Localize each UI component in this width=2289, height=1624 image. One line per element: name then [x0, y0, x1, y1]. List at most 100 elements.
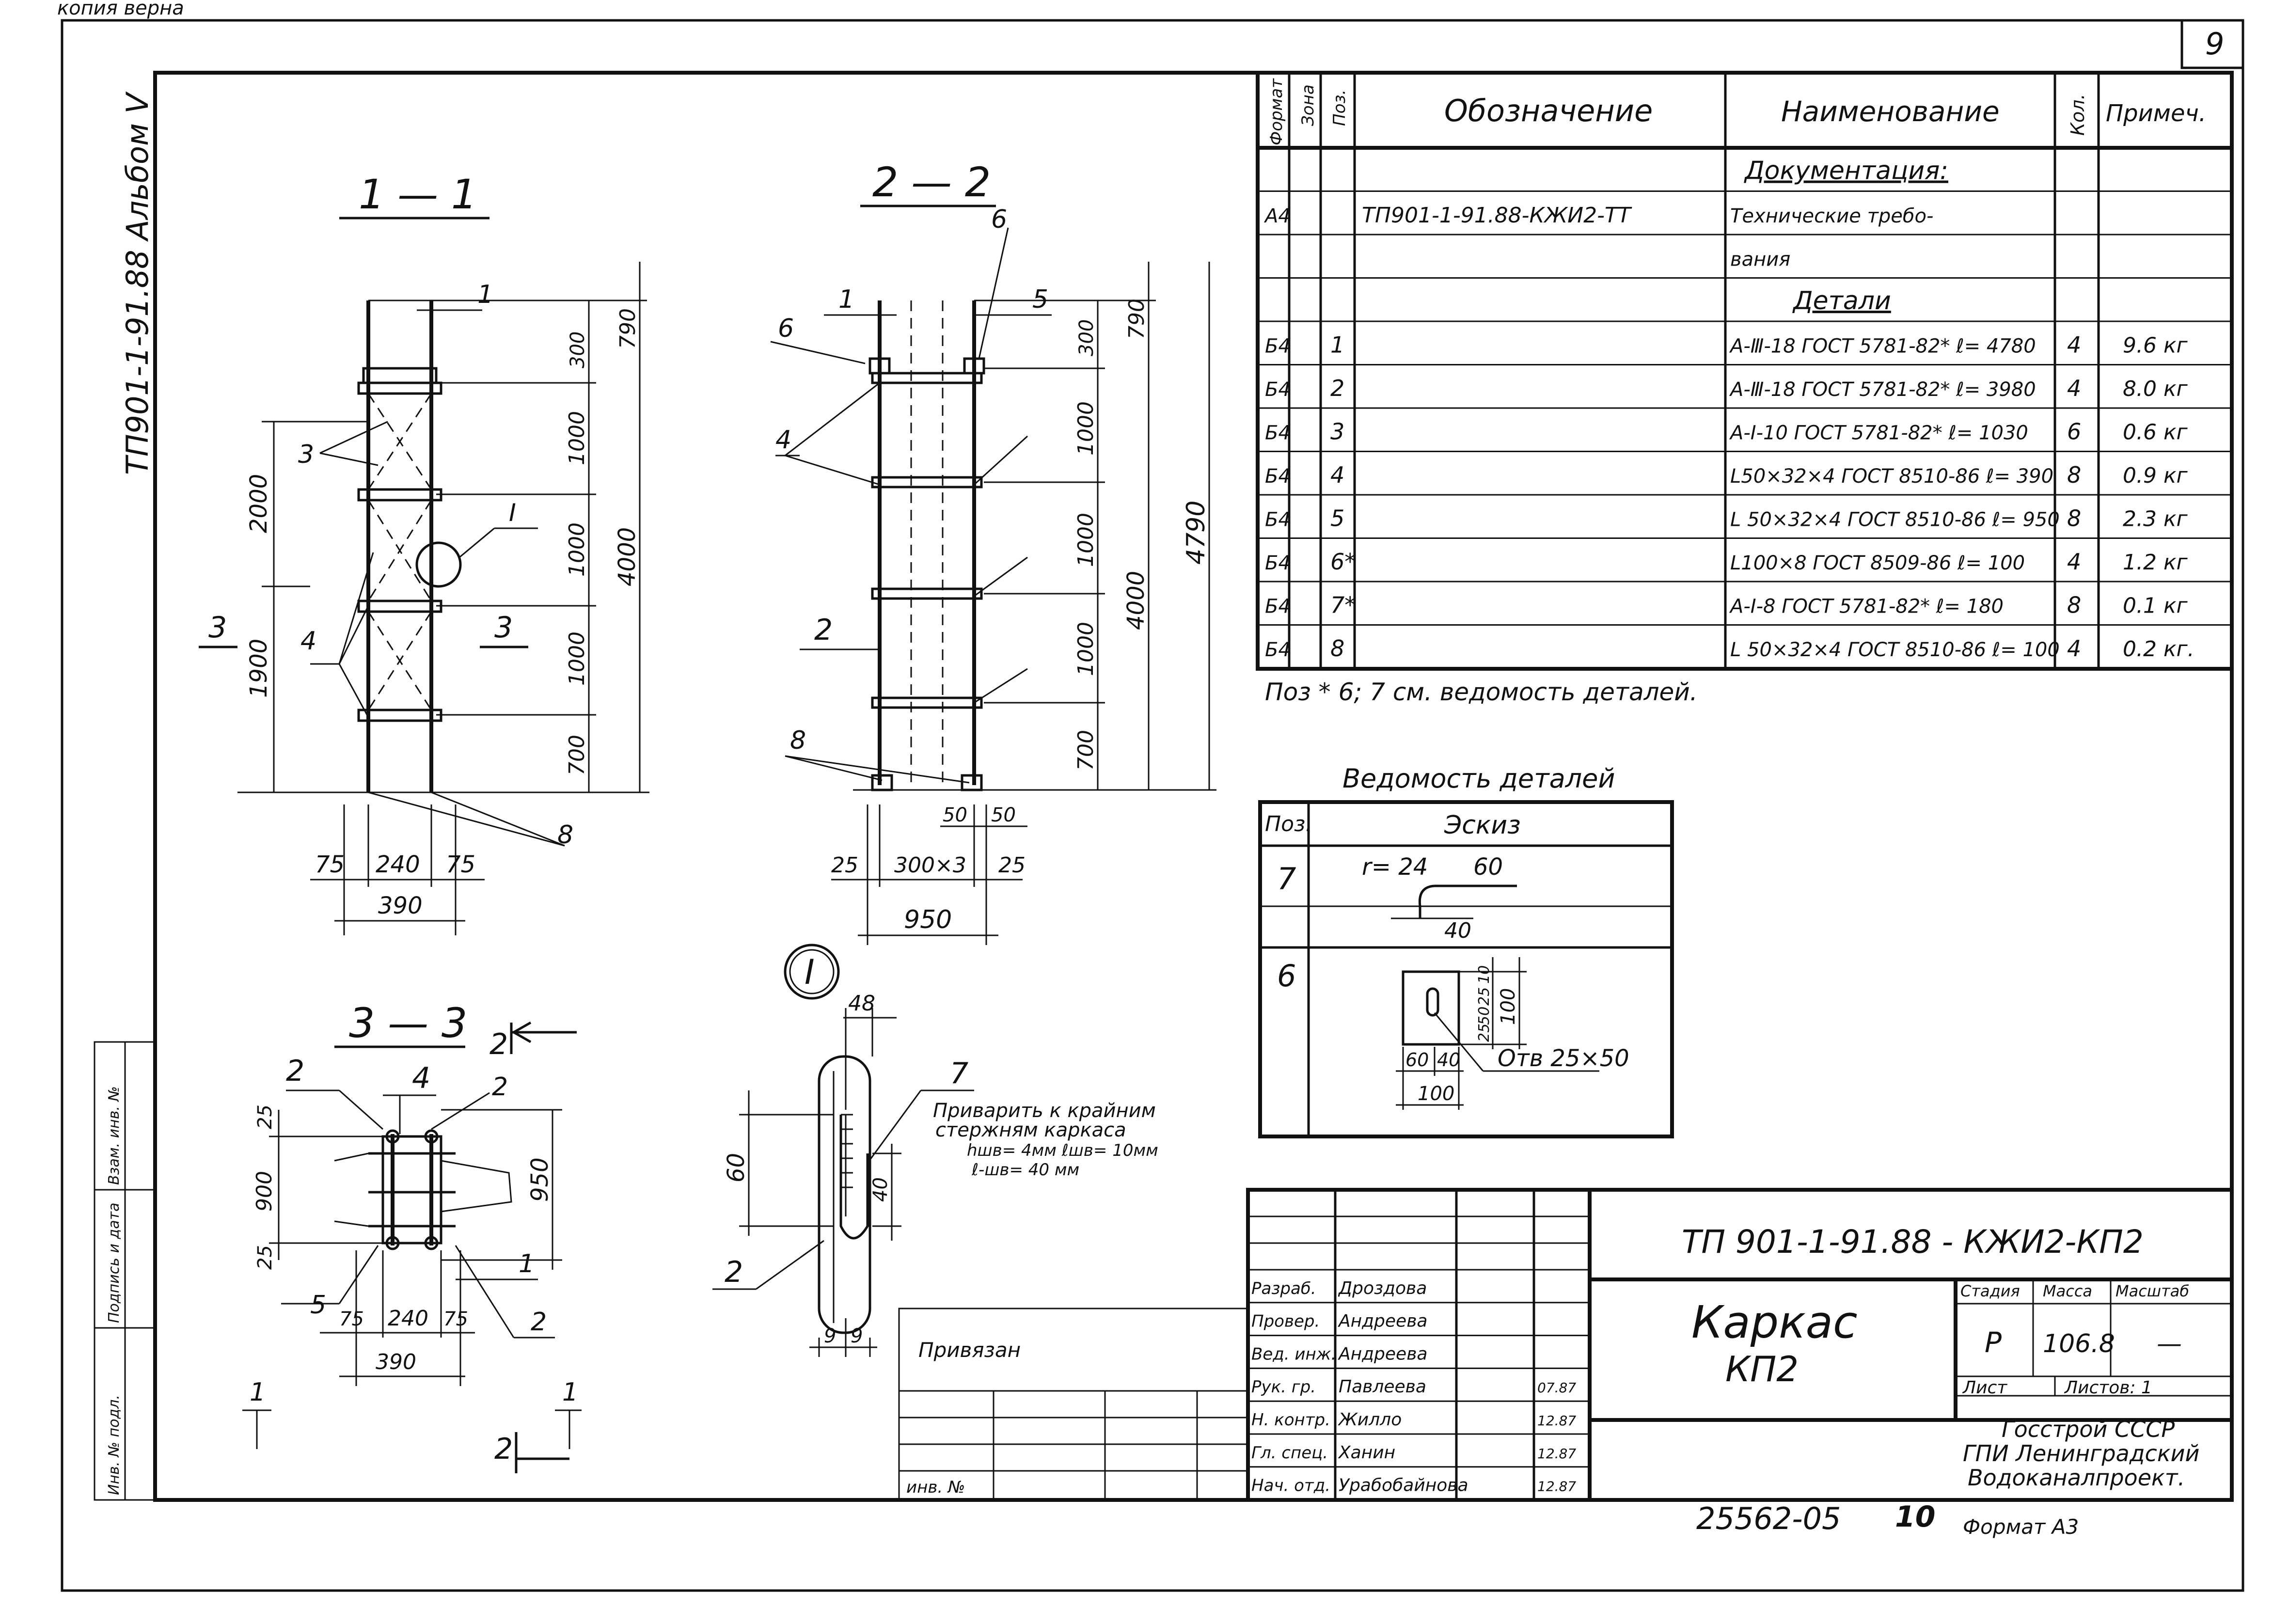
details-row7-r: r= 24: [1362, 853, 1428, 881]
title-part-name-2: КП2: [1725, 1349, 1799, 1389]
view-1-1-dim-top: 790: [616, 308, 640, 349]
bottom-sheet: 10: [1895, 1500, 1936, 1534]
details-header-sketch: Эскиз: [1444, 811, 1521, 840]
spec-cell-note: 0.1 кг: [2123, 594, 2188, 618]
view-2-2-dim-bottom-total: 950: [904, 905, 952, 934]
view-3-3-dim-left-2: 900: [252, 1171, 277, 1212]
signer-date: 12.87: [1537, 1446, 1576, 1462]
signer-role: Провер.: [1251, 1312, 1320, 1331]
format-label: Формат А3: [1963, 1515, 2079, 1539]
view-1-1-pos-4: 4: [300, 627, 316, 656]
signer-name: Андреева: [1338, 1311, 1427, 1331]
node-note-3: hшв= 4мм ℓшв= 10мм: [967, 1141, 1158, 1160]
signer-name: Дроздова: [1338, 1278, 1427, 1298]
side-stamp-inv: Инв. № подл.: [106, 1395, 123, 1495]
view-2-2-pos-6b: 6: [991, 205, 1007, 234]
view-2-2-pos-8: 8: [790, 726, 806, 755]
view-3-3-cut-right: 1: [562, 1378, 578, 1407]
title-sheets-label: Листов: 1: [2064, 1378, 2152, 1398]
details-row7-leg: 40: [1444, 918, 1471, 943]
spec-cell-format: Б4: [1265, 596, 1291, 618]
signer-role: Гл. спец.: [1251, 1443, 1328, 1463]
view-1-1-title: 1 — 1: [359, 171, 477, 218]
view-1-1-pos-1: 1: [477, 280, 493, 309]
node-note-2: стержням каркаса: [935, 1119, 1126, 1141]
spec-cell-note: 0.2 кг.: [2123, 637, 2194, 662]
view-2-2-dim-right-2: 1000: [1073, 401, 1098, 456]
side-stamp-sign: Подпись и дата: [106, 1203, 123, 1324]
spec-cell-name: А-Ⅲ-18 ГОСТ 5781-82* ℓ= 4780: [1729, 335, 2036, 358]
signer-name: Ханин: [1338, 1443, 1395, 1463]
view-2-2-pos-2: 2: [814, 613, 833, 647]
title-org-3: Водоканалпроект.: [1968, 1465, 2185, 1491]
view-1-1-pos-3c: 3: [494, 611, 513, 645]
title-mass-label: Масса: [2043, 1282, 2092, 1300]
spec-cell-pos: 6*: [1330, 549, 1356, 575]
view-2-2-dim-bottom-2: 300×3: [894, 853, 966, 878]
signer-name: Павлеева: [1339, 1377, 1426, 1397]
view-1-1: 1 — 1 I 8 1 3: [199, 171, 649, 935]
view-1-1-dim-right-5: 700: [565, 735, 589, 775]
spec-cell-note: 2.3 кг: [2123, 507, 2188, 532]
node-mark: I: [805, 952, 815, 992]
view-3-3-dim-right: 950: [526, 1157, 553, 1202]
view-1-1-dim-left-1: 2000: [245, 474, 272, 533]
spec-cell-pos: 7*: [1330, 592, 1356, 618]
node-dim-bottom-2: 9: [851, 1325, 863, 1347]
title-code: ТП 901-1-91.88 - КЖИ2-КП2: [1682, 1223, 2144, 1261]
view-3-3-pos-2a: 2: [286, 1054, 304, 1088]
spec-cell-format: А4: [1263, 205, 1291, 227]
spec-cell-designation: ТП901-1-91.88-КЖИ2-ТТ: [1362, 203, 1632, 228]
view-3-3-dim-bottom-2: 240: [388, 1306, 428, 1331]
spec-cell-format: Б4: [1265, 552, 1291, 574]
details-row6-side-2: 25: [1476, 987, 1493, 1006]
details-row6-side-1: 10: [1476, 965, 1493, 984]
view-3-3-pos-1: 1: [519, 1249, 535, 1278]
view-2-2: 2 — 2 6 6 1 5 4 2: [770, 158, 1216, 945]
view-2-2-dim-bottom-3: 25: [998, 853, 1026, 878]
view-3-3-pos-2c: 2: [531, 1308, 547, 1337]
node-note-4: ℓ-шв= 40 мм: [971, 1160, 1079, 1180]
spec-header-note: Примеч.: [2106, 100, 2206, 127]
spec-cell-qty: 4: [2067, 635, 2081, 662]
title-sheet-label: Лист: [1962, 1378, 2007, 1398]
details-row6-bottom-1: 60: [1405, 1049, 1429, 1071]
spec-cell-pos: 5: [1330, 505, 1344, 532]
view-2-2-dim-bottom-1: 25: [831, 853, 858, 878]
view-1-1-pos-8: 8: [557, 820, 573, 850]
spec-cell-format: Б4: [1265, 465, 1291, 488]
spec-cell-name: А-Ⅰ-8 ГОСТ 5781-82* ℓ= 180: [1729, 596, 2004, 618]
spec-cell-name: L 50×32×4 ГОСТ 8510-86 ℓ= 100: [1730, 639, 2060, 661]
details-header-pos: Поз.: [1265, 812, 1312, 836]
view-2-2-pos-4: 4: [775, 426, 791, 455]
spec-cell-format: Б4: [1265, 509, 1291, 531]
spec-cell-name: Технические требо-: [1730, 205, 1933, 227]
view-3-3-mark-top: 2: [489, 1027, 508, 1061]
spec-cell-qty: 8: [2067, 592, 2081, 618]
title-scale: —: [2157, 1329, 2182, 1358]
view-1-1-dim-right-3: 1000: [565, 522, 589, 577]
view-1-1-pos-3a: 3: [298, 440, 314, 469]
spec-cell-name: А-Ⅰ-10 ГОСТ 5781-82* ℓ= 1030: [1729, 422, 2028, 444]
details-row7-len: 60: [1473, 853, 1503, 881]
view-2-2-title: 2 — 2: [872, 158, 991, 206]
signer-role: Н. контр.: [1251, 1410, 1330, 1430]
view-3-3-dim-bottom-total: 390: [376, 1350, 416, 1374]
spec-cell-qty: 8: [2067, 505, 2081, 532]
title-inv: инв. №: [906, 1478, 965, 1497]
signer-name: Андреева: [1338, 1344, 1427, 1364]
spec-header-designation: Обозначение: [1444, 93, 1653, 128]
view-2-2-dim-overall: 4790: [1182, 501, 1211, 565]
view-1-1-dim-bottom-3: 75: [446, 851, 475, 878]
corner-note: копия верна: [57, 0, 184, 19]
title-block: ТП 901-1-91.88 - КЖИ2-КП2 Каркас КП2 Ста…: [898, 1188, 2234, 1502]
spec-header-qty: Кол.: [2067, 94, 2088, 136]
signer-date: 12.87: [1537, 1413, 1576, 1429]
view-3-3-pos-2b: 2: [492, 1072, 508, 1102]
spec-cell-note: 8.0 кг: [2123, 377, 2188, 401]
details-row6-bottom-total: 100: [1418, 1083, 1454, 1105]
view-1-1-dim-bottom-1: 75: [315, 851, 345, 878]
spec-cell-format: Б4: [1265, 639, 1291, 661]
spec-cell-qty: 6: [2067, 419, 2081, 445]
